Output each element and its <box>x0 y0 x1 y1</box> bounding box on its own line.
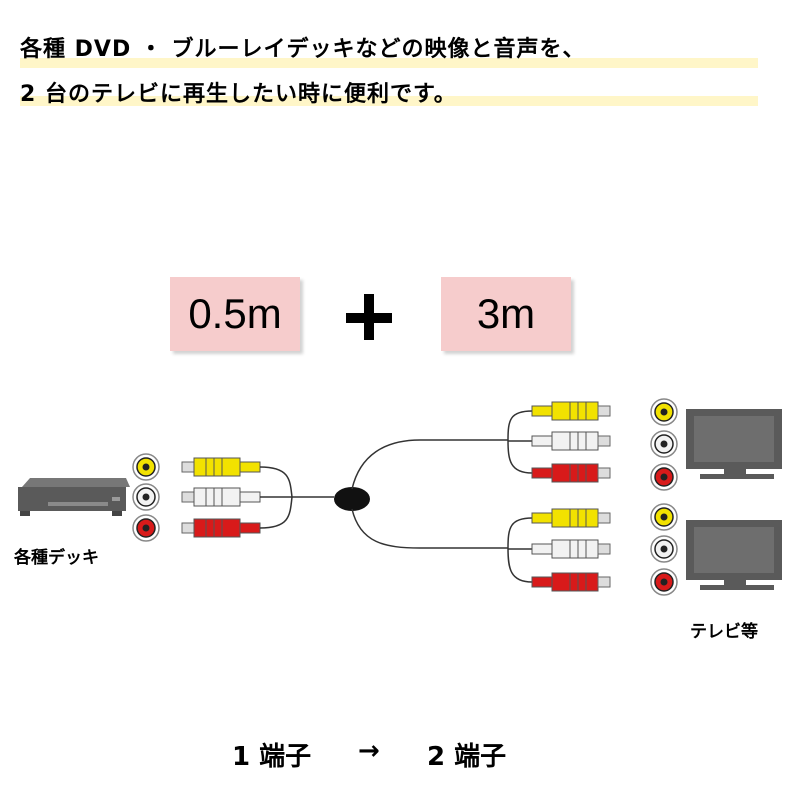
arrow-right-icon: → <box>358 736 380 766</box>
rca-plug-icon <box>181 457 261 477</box>
footer-from: 1 端子 <box>232 742 312 772</box>
rca-plug-icon <box>531 508 611 528</box>
target-device-label: テレビ等 <box>690 622 758 642</box>
source-cable <box>259 466 334 529</box>
target-jacks-lower <box>650 503 678 596</box>
branch-cables <box>351 439 508 549</box>
rca-jack-icon <box>650 398 678 426</box>
rca-jack-icon <box>650 568 678 596</box>
source-device-label: 各種デッキ <box>14 548 99 568</box>
rca-plug-icon <box>531 463 611 483</box>
tv-icon <box>686 409 782 479</box>
headline-line-1: 各種 DVD ・ ブルーレイデッキなどの映像と音声を、 <box>20 37 586 62</box>
rca-plug-icon <box>531 539 611 559</box>
headline-highlight-1 <box>20 58 758 68</box>
dvd-player-icon <box>18 478 130 516</box>
footer-to: 2 端子 <box>427 742 507 772</box>
rca-jack-icon <box>132 514 160 542</box>
headline-highlight-2 <box>20 96 758 106</box>
rca-plug-icon <box>531 401 611 421</box>
rca-plug-icon <box>531 431 611 451</box>
tv-icon <box>686 520 782 590</box>
source-plugs <box>181 457 261 538</box>
rca-plug-icon <box>181 518 261 538</box>
rca-jack-icon <box>650 430 678 458</box>
rca-plug-icon <box>181 487 261 507</box>
rca-jack-icon <box>132 453 160 481</box>
length-long-label: 3m <box>476 290 536 337</box>
rca-plug-icon <box>531 572 611 592</box>
rca-jack-icon <box>650 463 678 491</box>
target-plugs-lower <box>531 508 611 592</box>
length-short-label: 0.5m <box>188 290 282 337</box>
target-plugs-upper <box>531 401 611 483</box>
target-jacks-upper <box>650 398 678 491</box>
headline-line-2: 2 台のテレビに再生したい時に便利です。 <box>20 82 457 107</box>
rca-jack-icon <box>650 503 678 531</box>
length-short-box: 0.5m <box>170 277 300 351</box>
rca-jack-icon <box>650 535 678 563</box>
target-cable-lower <box>507 517 533 583</box>
source-jacks <box>132 453 160 542</box>
rca-jack-icon <box>132 483 160 511</box>
target-cable-upper <box>507 410 533 474</box>
splitter-icon <box>334 487 370 511</box>
length-long-box: 3m <box>441 277 571 351</box>
